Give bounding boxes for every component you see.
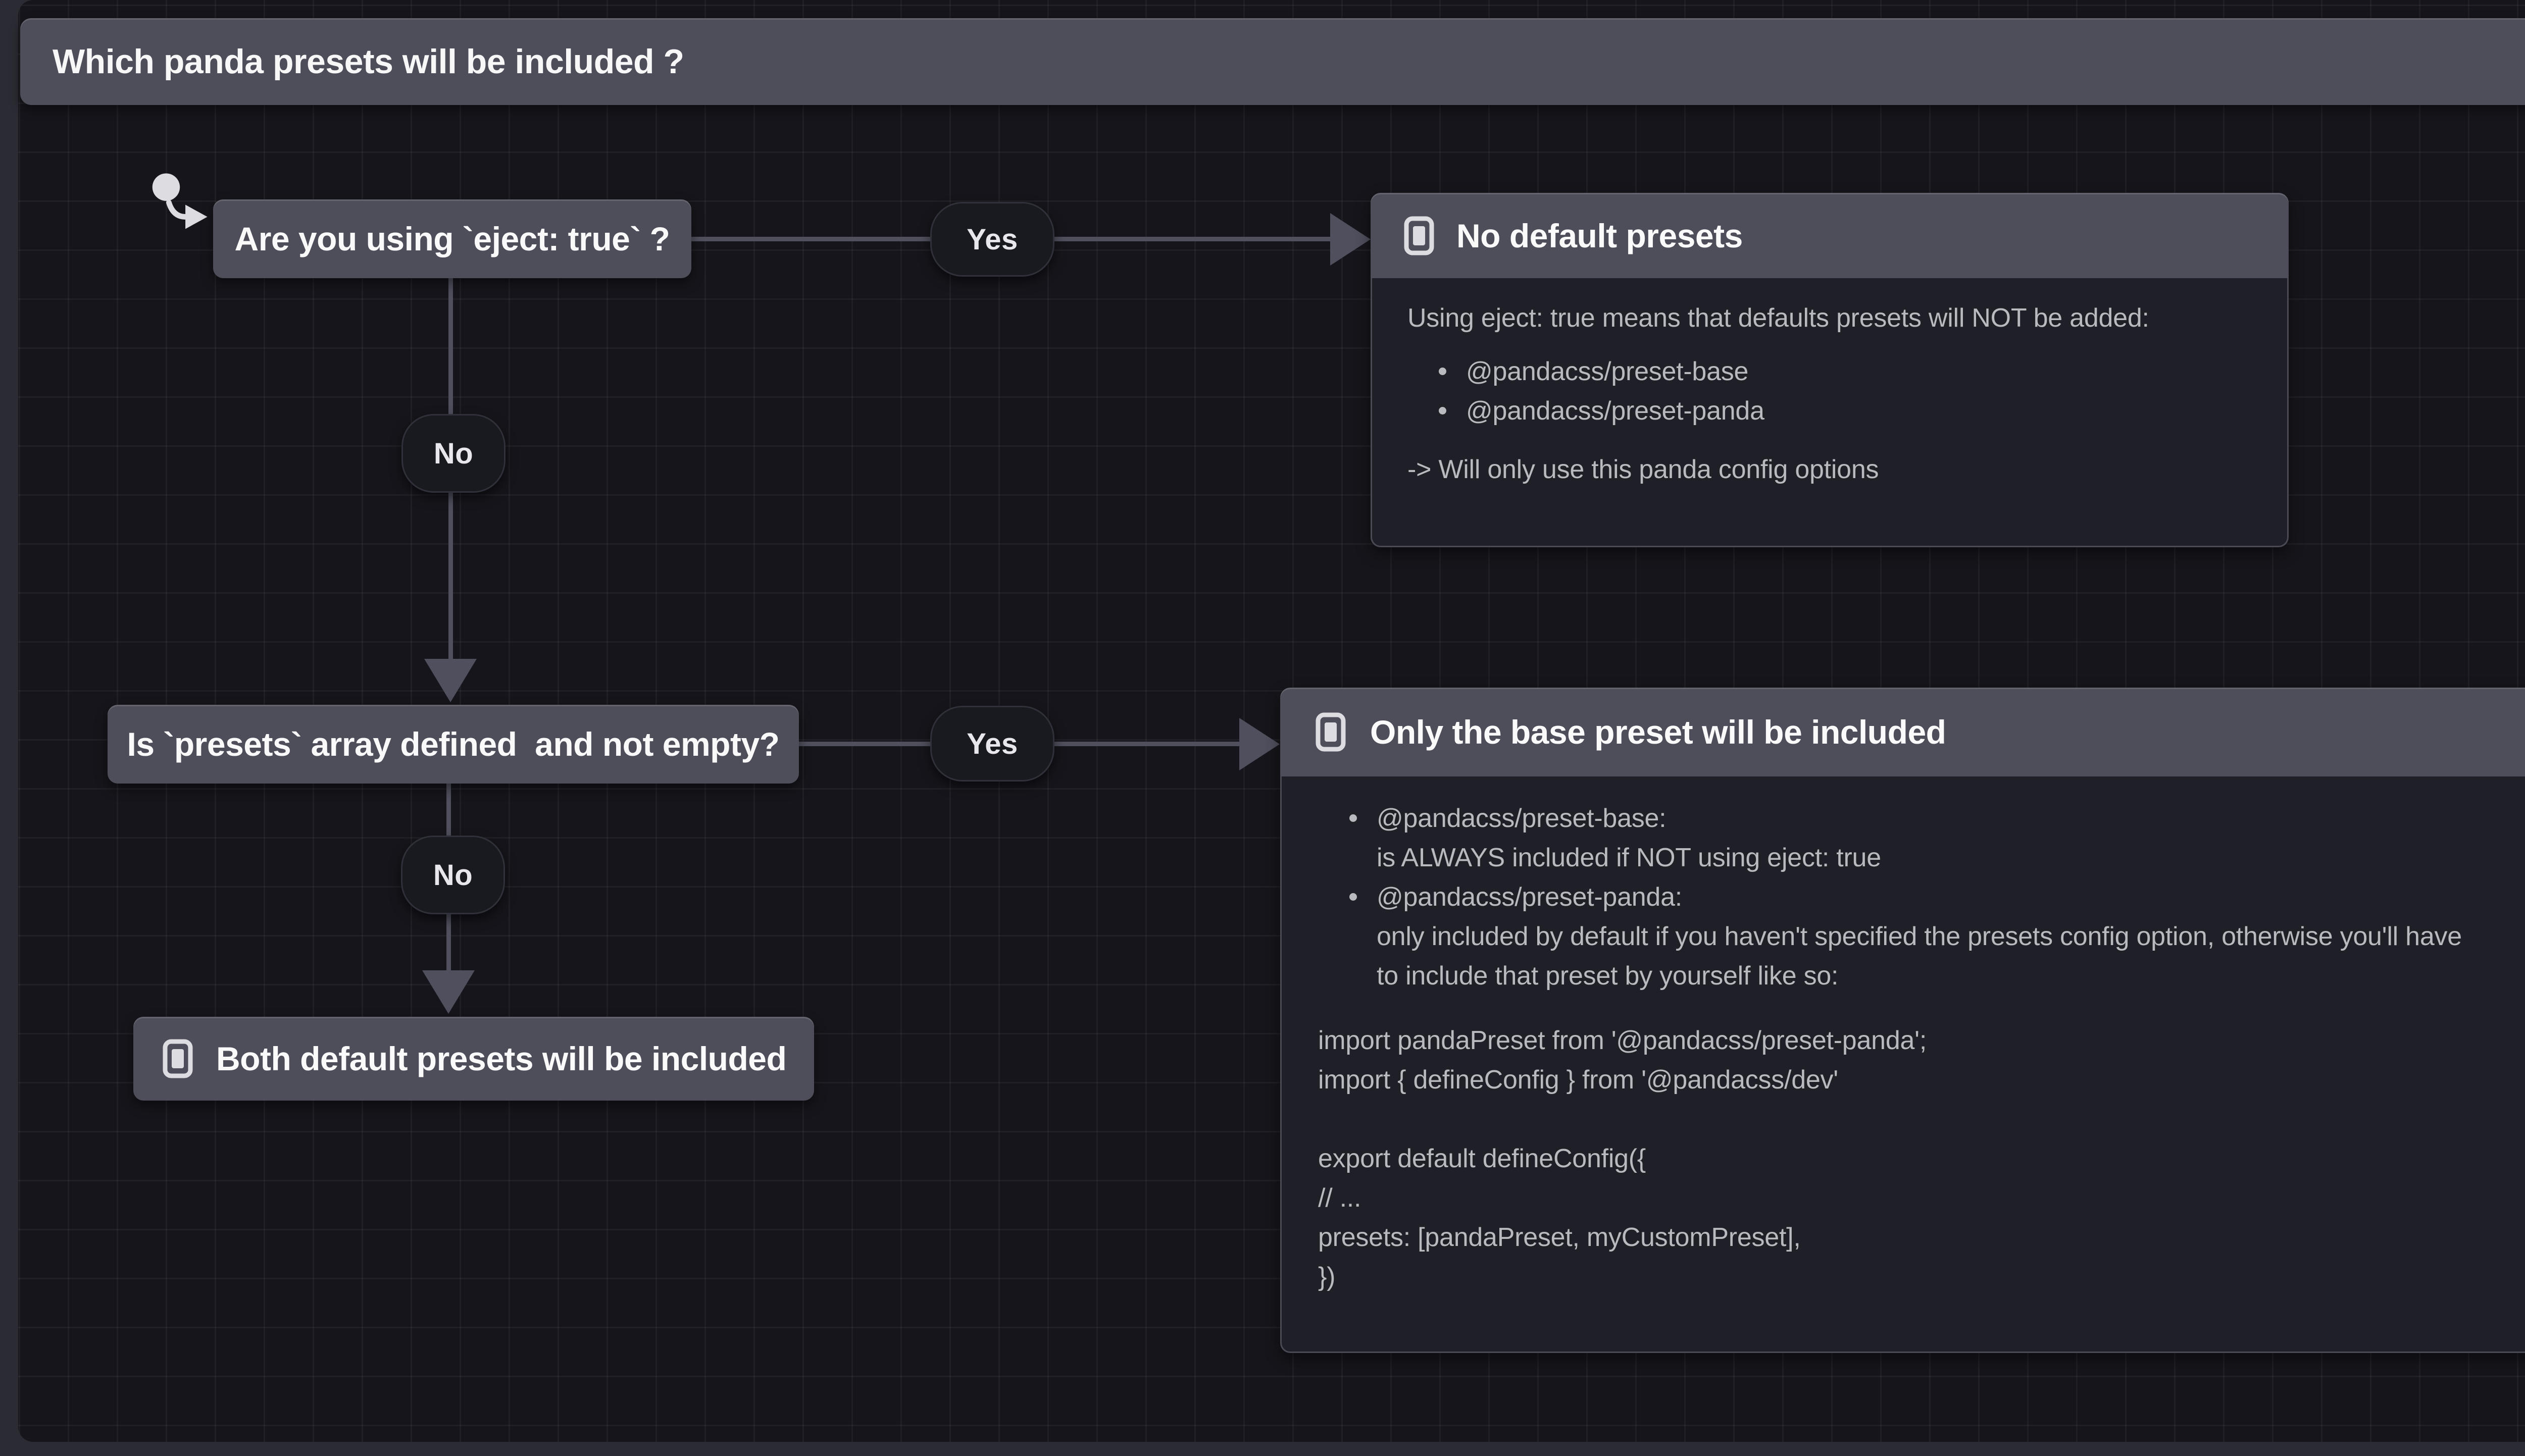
list-item: @pandacss/preset-base: bbox=[1318, 799, 2525, 838]
list-item: @pandacss/preset-panda bbox=[1407, 391, 2269, 431]
edge-label-presets-no-text: No bbox=[433, 858, 473, 892]
box-no-default-presets-body: Using eject: true means that defaults pr… bbox=[1371, 278, 2289, 547]
code-line: export default defineConfig({ bbox=[1318, 1144, 1646, 1173]
edge-label-presets-no[interactable]: No bbox=[401, 836, 505, 914]
frame-icon bbox=[163, 1039, 193, 1078]
edge-presets-no-arrowhead bbox=[422, 970, 475, 1014]
box-no-default-presets-header[interactable]: No default presets bbox=[1371, 193, 2289, 278]
edge-presets-yes-arrowhead bbox=[1239, 718, 1280, 770]
box-no-default-presets-title: No default presets bbox=[1456, 217, 1743, 254]
list-item-desc: only included by default if you haven't … bbox=[1377, 922, 2462, 951]
box-base-preset-only-header[interactable]: Only the base preset will be included bbox=[1280, 688, 2525, 776]
node-question-presets[interactable]: Is `presets` array defined and not empty… bbox=[108, 705, 799, 784]
edge-label-eject-yes[interactable]: Yes bbox=[930, 202, 1054, 277]
edge-eject-no-arrowhead bbox=[424, 659, 477, 702]
code-line: import { defineConfig } from '@pandacss/… bbox=[1318, 1065, 1838, 1095]
diagram-title-bar[interactable]: Which panda presets will be included ? bbox=[20, 18, 2525, 105]
code-line: import pandaPreset from '@pandacss/prese… bbox=[1318, 1026, 1927, 1055]
list-item-desc: is ALWAYS included if NOT using eject: t… bbox=[1377, 843, 1881, 872]
frame-icon bbox=[1316, 712, 1346, 752]
box-base-preset-only-title: Only the base preset will be included bbox=[1370, 713, 1946, 751]
list-item: @pandacss/preset-base bbox=[1407, 352, 2269, 391]
code-block: import pandaPreset from '@pandacss/prese… bbox=[1318, 1021, 2525, 1296]
box-both-default-presets[interactable]: Both default presets will be included bbox=[133, 1017, 814, 1101]
box-no-default-presets[interactable]: No default presets Using eject: true mea… bbox=[1371, 193, 2289, 547]
node-question-eject-label: Are you using `eject: true` ? bbox=[234, 220, 670, 257]
edge-label-presets-yes[interactable]: Yes bbox=[930, 706, 1054, 782]
node-question-presets-label: Is `presets` array defined and not empty… bbox=[127, 725, 780, 763]
box-base-preset-only-body: @pandacss/preset-base: is ALWAYS include… bbox=[1280, 776, 2525, 1353]
no-defaults-note: -> Will only use this panda config optio… bbox=[1407, 455, 1879, 484]
frame-icon bbox=[1404, 216, 1434, 255]
edge-label-eject-yes-text: Yes bbox=[967, 223, 1018, 256]
code-line: presets: [pandaPreset, myCustomPreset], bbox=[1318, 1223, 1801, 1252]
edge-eject-yes-arrowhead bbox=[1330, 213, 1371, 266]
no-defaults-intro: Using eject: true means that defaults pr… bbox=[1407, 303, 2149, 333]
page-title: Which panda presets will be included ? bbox=[53, 42, 684, 81]
edge-label-presets-yes-text: Yes bbox=[967, 727, 1018, 760]
pointer-cursor-icon bbox=[152, 173, 208, 229]
box-both-default-presets-title: Both default presets will be included bbox=[216, 1040, 787, 1077]
edge-label-eject-no[interactable]: No bbox=[401, 414, 506, 493]
node-question-eject[interactable]: Are you using `eject: true` ? bbox=[213, 199, 691, 278]
list-item-desc: to include that preset by yourself like … bbox=[1377, 961, 1839, 991]
box-base-preset-only[interactable]: Only the base preset will be included @p… bbox=[1280, 688, 2525, 1353]
list-item: @pandacss/preset-panda: bbox=[1318, 877, 2525, 917]
code-line: }) bbox=[1318, 1262, 1336, 1291]
code-line bbox=[1318, 1100, 2525, 1139]
edge-label-eject-no-text: No bbox=[433, 437, 474, 470]
code-line: // ... bbox=[1318, 1183, 1361, 1213]
